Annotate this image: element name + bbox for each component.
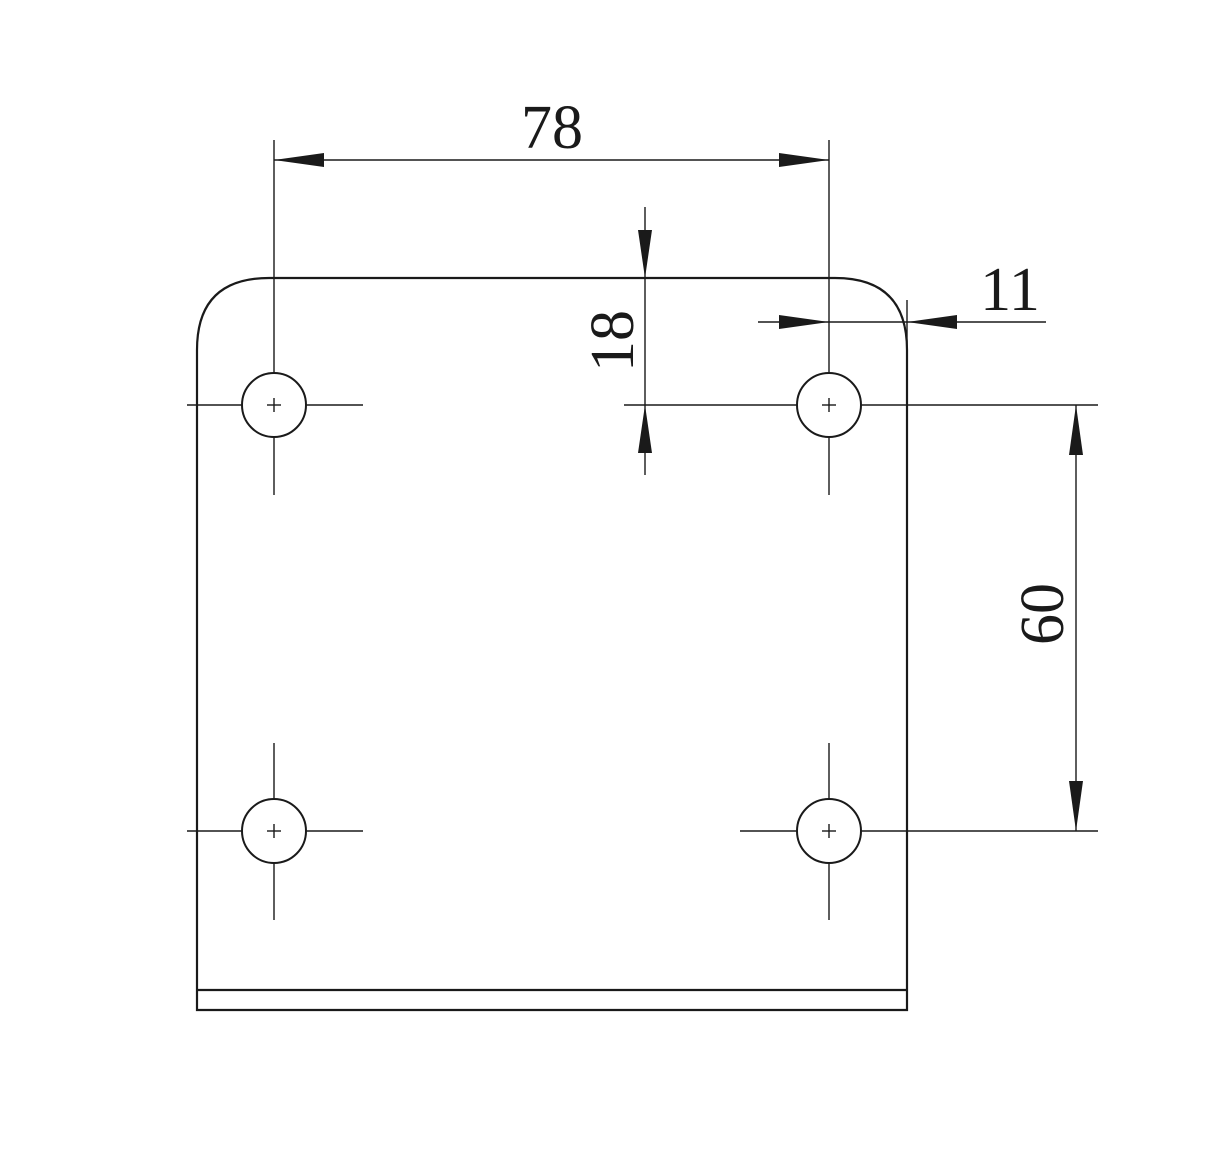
- dimension-11: 11: [758, 256, 1046, 350]
- dimension-label-11: 11: [980, 256, 1040, 324]
- arrowhead-left: [907, 315, 957, 329]
- dimension-label-60: 60: [1009, 583, 1077, 645]
- arrowhead-left: [274, 153, 324, 167]
- dimension-18: 18: [579, 207, 652, 475]
- plate-outline: [195, 276, 909, 1012]
- arrowhead-down: [638, 230, 652, 278]
- dimension-label-18: 18: [579, 310, 647, 372]
- dimension-78: 78: [274, 94, 829, 167]
- arrowhead-up: [638, 405, 652, 453]
- hole-top-left: [187, 140, 363, 495]
- arrowhead-right: [779, 153, 829, 167]
- hole-bottom-right: [740, 743, 1098, 920]
- dimension-60: 60: [1009, 405, 1083, 831]
- dimension-label-78: 78: [521, 94, 583, 162]
- arrowhead-up: [1069, 405, 1083, 455]
- hole-top-right: [624, 140, 1098, 495]
- hole-bottom-left: [187, 743, 363, 920]
- arrowhead-down: [1069, 781, 1083, 831]
- arrowhead-right: [779, 315, 829, 329]
